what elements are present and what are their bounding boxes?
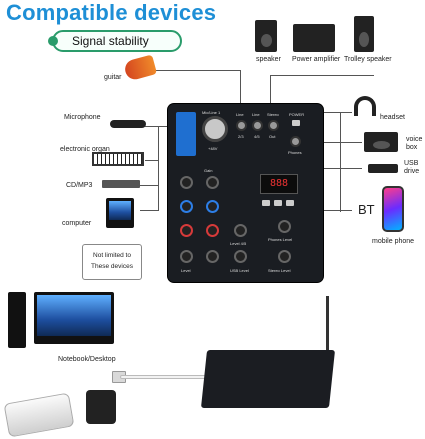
gain-knob-1[interactable] — [180, 176, 193, 189]
stereo-level-knob[interactable] — [278, 250, 291, 263]
mixer-logo-panel — [176, 112, 196, 156]
connector-voicebox — [322, 142, 362, 143]
power-amplifier-label: Power amplifier — [292, 56, 341, 63]
mp3-button-1[interactable] — [262, 200, 270, 206]
connector-headset — [322, 112, 352, 113]
guitar-label: guitar — [104, 74, 122, 81]
mixer-label-mic-line: Mic/Line 1 — [202, 110, 221, 115]
level-knob-2[interactable] — [206, 250, 219, 263]
mobile-phone-image — [382, 186, 404, 232]
eq-high-knob-1[interactable] — [180, 200, 193, 213]
mixer-label-23: 2/3 — [238, 134, 244, 139]
power-bank-image — [3, 392, 75, 438]
not-limited-line2: These devices — [91, 263, 133, 270]
connector-usb — [322, 168, 362, 169]
signal-stability-pill: Signal stability — [48, 30, 182, 52]
power-amplifier-image — [293, 24, 335, 52]
desktop-tower-image — [8, 292, 26, 348]
power-button[interactable] — [292, 120, 300, 126]
computer-image — [106, 198, 134, 228]
usb-drive-label-1: USB — [404, 160, 419, 167]
mixer-label-out: Out — [269, 134, 276, 139]
connector-top-right — [270, 75, 374, 76]
connector-mic — [145, 126, 169, 127]
mixer-label-stereo-level: Stereo Level — [268, 268, 291, 273]
line-jack-45 — [252, 120, 263, 131]
microphone-image — [110, 120, 146, 128]
connector-left-vertical — [158, 126, 159, 210]
mp3-button-2[interactable] — [274, 200, 282, 206]
guitar-image — [122, 54, 158, 82]
usb-level-knob[interactable] — [234, 250, 247, 263]
eq-low-knob-2[interactable] — [206, 224, 219, 237]
bt-antenna-image — [326, 296, 329, 366]
usb-drive-label-2: drive — [404, 168, 420, 175]
mobile-phone-label: mobile phone — [372, 238, 415, 245]
mixer-label-level: Level — [181, 268, 191, 273]
headset-image — [354, 96, 376, 116]
usb-drive-image — [368, 164, 398, 173]
usb-charger-image — [86, 390, 116, 424]
mixer-label-level-45: Level 4/5 — [230, 241, 247, 246]
mixer-label-45: 4/5 — [254, 134, 260, 139]
computer-label: computer — [62, 220, 92, 227]
signal-stability-label: Signal stability — [72, 34, 149, 48]
gain-knob-2[interactable] — [206, 176, 219, 189]
mp3-display: 888 — [260, 174, 298, 194]
cd-mp3-label: CD/MP3 — [66, 182, 93, 189]
connector-guitar — [150, 70, 240, 71]
cd-mp3-image — [102, 180, 140, 188]
notebook-desktop-label: Notebook/Desktop — [58, 356, 116, 363]
microphone-label: Microphone — [64, 114, 101, 121]
eq-low-knob-1[interactable] — [180, 224, 193, 237]
pill-dot — [48, 36, 58, 46]
voice-box-label-1: voice — [406, 136, 423, 143]
mixer-label-power: POWER — [289, 112, 305, 117]
eq-high-knob-2[interactable] — [206, 200, 219, 213]
headset-label: headset — [380, 114, 405, 121]
usb-cable-image — [120, 375, 210, 379]
bt-label: BT — [358, 202, 375, 217]
xlr-combo-jack — [202, 116, 228, 142]
connector-right-vertical — [340, 112, 341, 212]
not-limited-line1: Not limited to — [93, 252, 131, 259]
page-title: Compatible devices — [6, 0, 217, 25]
mixer-label-line-a: Line — [236, 112, 244, 117]
electronic-organ-image — [92, 152, 144, 166]
phones-jack — [290, 136, 301, 147]
mixer-label-48v: +48V — [208, 146, 218, 151]
mixer-label-gain: Gain — [204, 168, 213, 173]
level-knob-1[interactable] — [180, 250, 193, 263]
connector-cd — [140, 185, 159, 186]
line-jack-23 — [236, 120, 247, 131]
electronic-organ-label: electronic organ — [60, 146, 110, 153]
connector-top-drop — [270, 75, 271, 105]
desktop-monitor-image — [34, 292, 114, 344]
connector-organ — [145, 160, 159, 161]
voice-box-label-2: box — [406, 144, 418, 151]
speaker-image — [255, 20, 277, 52]
mixer-label-phones-level: Phones Level — [268, 237, 293, 242]
connector-bt — [322, 210, 352, 211]
speaker-label: speaker — [256, 56, 281, 63]
trolley-speaker-label: Trolley speaker — [344, 56, 392, 63]
phones-level-knob[interactable] — [278, 220, 291, 233]
voice-box-image — [364, 132, 398, 152]
connector-guitar-drop — [240, 70, 241, 106]
mixer-front-panel: Mic/Line 1 Line Line Stereo POWER +48V 2… — [168, 104, 323, 282]
mixer-label-line-b: Line — [252, 112, 260, 117]
not-limited-box: Not limited to These devices — [82, 244, 142, 280]
connector-computer — [140, 210, 159, 211]
mixer-rear-image — [200, 350, 336, 408]
mixer-label-phones: Phones — [288, 150, 302, 155]
stereo-out-jack — [268, 120, 279, 131]
trolley-speaker-image — [354, 16, 374, 52]
mp3-button-3[interactable] — [286, 200, 294, 206]
level-45-knob[interactable] — [234, 224, 247, 237]
mixer-label-stereo: Stereo — [267, 112, 279, 117]
mixer-label-usb-level: USB Level — [230, 268, 249, 273]
